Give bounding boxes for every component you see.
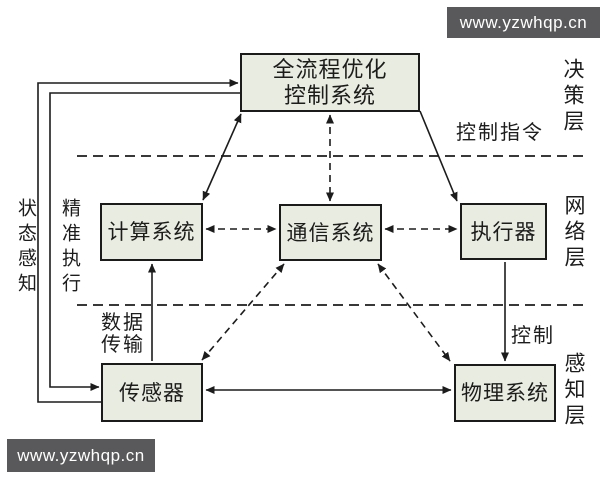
- edge-communication-physical: [377, 263, 451, 362]
- edge-state-sensing: [37, 79, 239, 403]
- node-physical-system: 物理系统: [454, 364, 556, 422]
- edge-label-control-command: 控制指令: [456, 122, 544, 144]
- node-control-system-line2: 控制系统: [283, 82, 376, 108]
- edge-control-computing: [202, 113, 242, 201]
- edge-label-data-line1: 数据: [101, 312, 145, 334]
- edge-label-data-line2: 传输: [101, 334, 145, 356]
- layer-label-decision: 决策层: [561, 58, 585, 136]
- node-communication-system: 通信系统: [279, 204, 382, 261]
- node-control-system-line1: 全流程优化: [272, 56, 388, 82]
- edge-label-state-sensing: 状态感知: [15, 198, 36, 298]
- watermark-banner-bottom: www.yzwhqp.cn: [7, 439, 155, 472]
- node-control-system: 全流程优化 控制系统: [240, 53, 420, 112]
- edge-precise-execution: [49, 92, 240, 391]
- edge-label-control: 控制: [511, 325, 555, 347]
- layer-label-network: 网络层: [562, 194, 586, 272]
- edge-label-data-transmission: 数据 传输: [101, 312, 145, 356]
- edge-control-actuator: [419, 110, 458, 202]
- edge-label-precise-execution: 精准执行: [59, 198, 80, 298]
- node-computing-system: 计算系统: [100, 203, 203, 261]
- node-sensor: 传感器: [101, 363, 203, 422]
- edge-communication-sensor: [201, 263, 285, 361]
- layer-label-perception: 感知层: [562, 352, 586, 430]
- watermark-text-top: www.yzwhqp.cn: [459, 12, 588, 32]
- watermark-text-bottom: www.yzwhqp.cn: [17, 445, 145, 465]
- node-actuator: 执行器: [460, 203, 547, 260]
- watermark-banner-top: www.yzwhqp.cn: [447, 7, 600, 38]
